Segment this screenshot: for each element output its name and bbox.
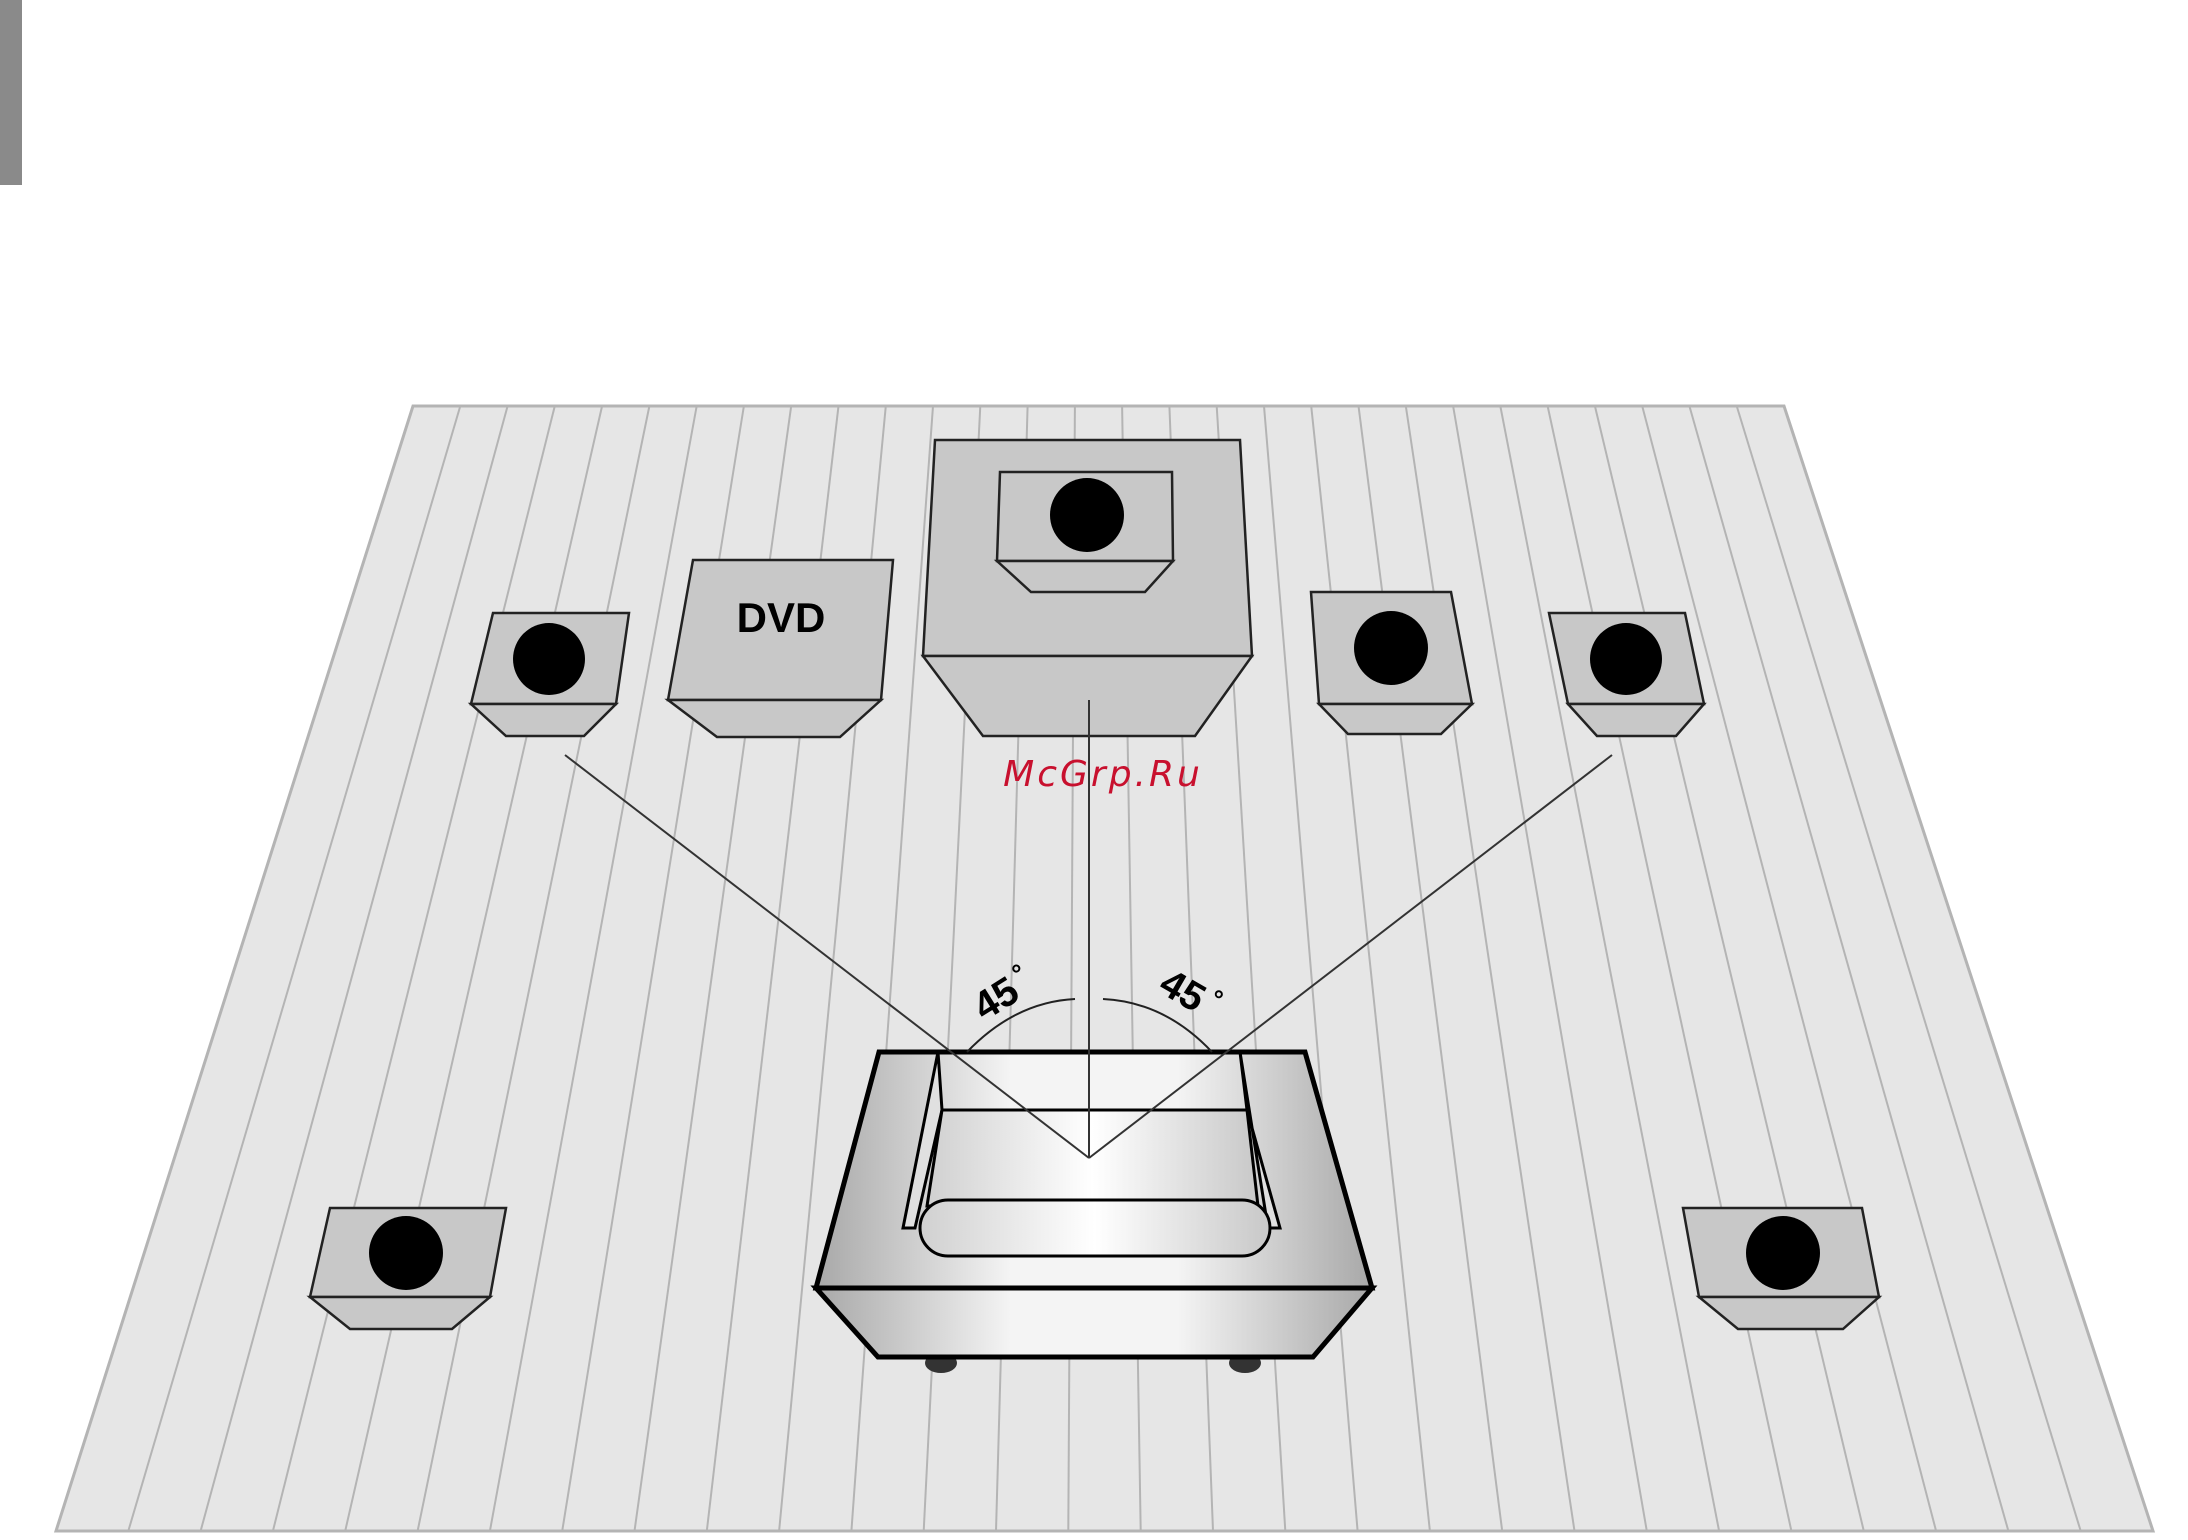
speaker-cone [1590,623,1662,695]
speaker-cone [369,1216,443,1290]
page-edge-tab [0,0,22,185]
dvd-label: DVD [737,594,826,641]
speaker-cone [1050,478,1124,552]
watermark: McGrp.Ru [1003,754,1203,795]
center-speaker [997,472,1173,592]
dvd-player: DVD [668,560,893,737]
speaker-cone [513,623,585,695]
speaker-cone [1354,611,1428,685]
front-right-inner-speaker [1311,592,1472,734]
speaker-cone [1746,1216,1820,1290]
sofa [816,1052,1372,1373]
